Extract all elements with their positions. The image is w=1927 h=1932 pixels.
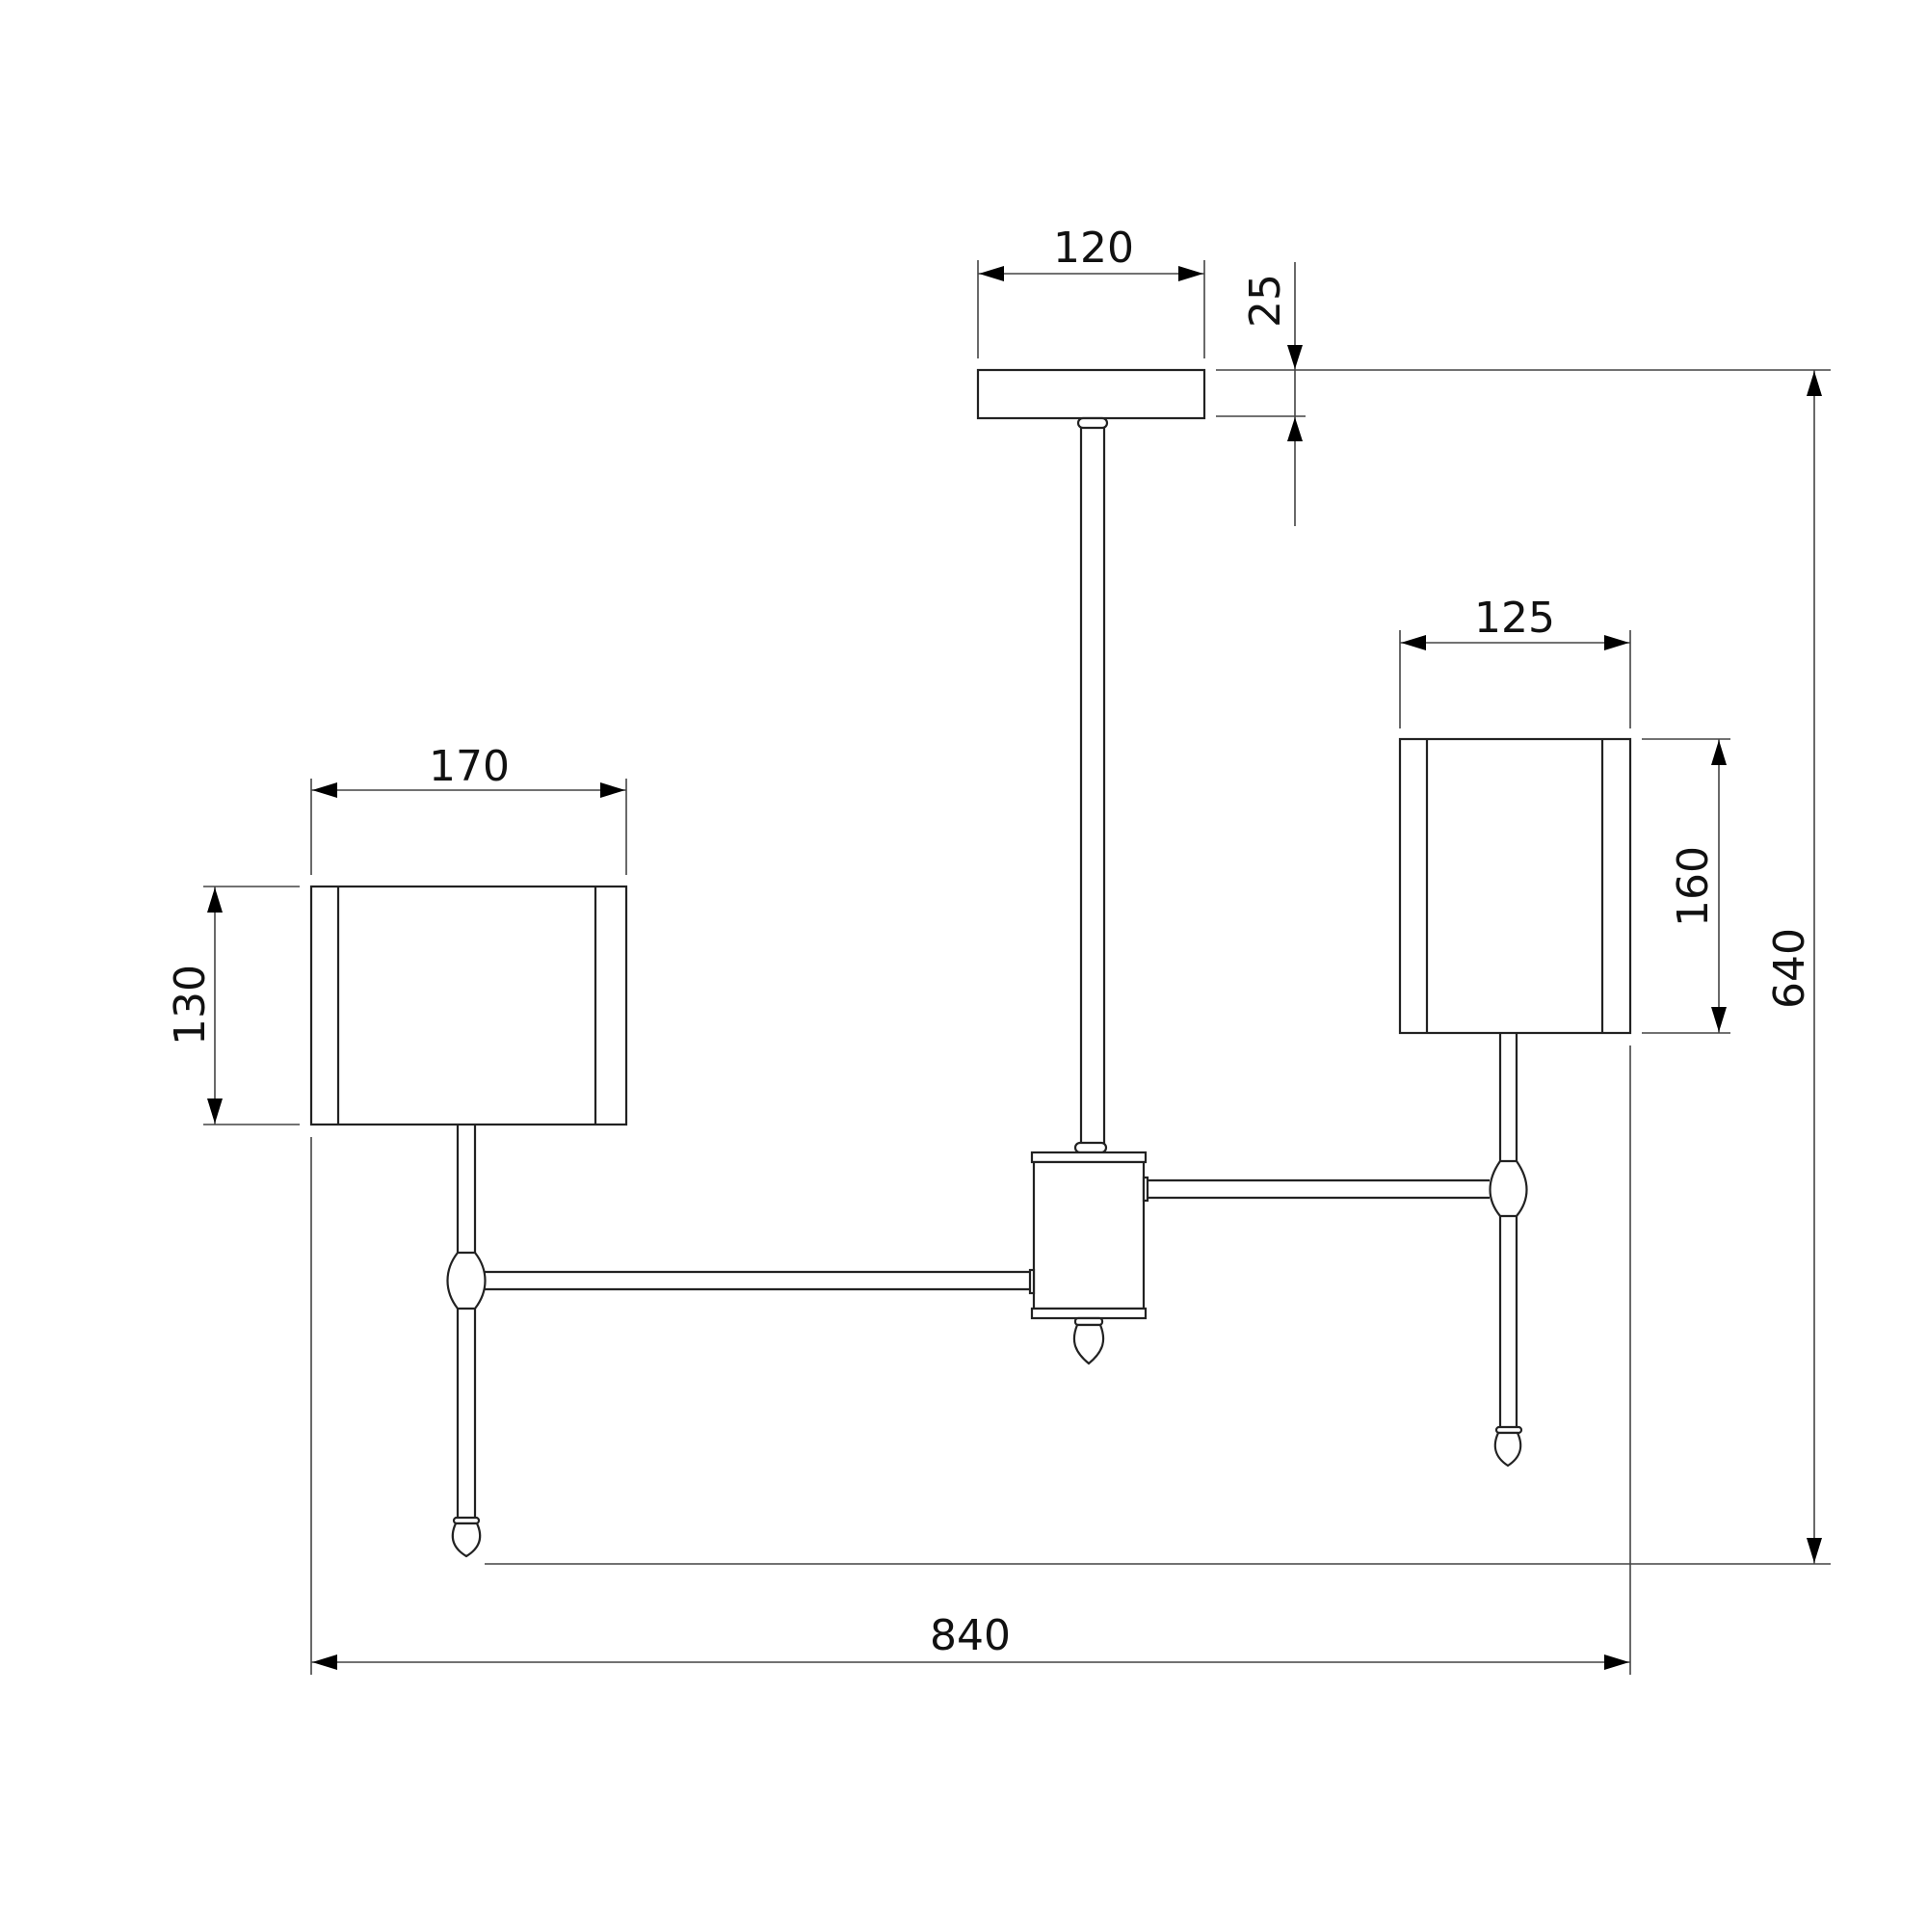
ceiling-canopy [976,368,1206,420]
right-bulb [1493,1425,1523,1468]
dim-label-right-shade-width: 125 [1474,594,1555,643]
right-arm [1148,1033,1528,1427]
drop-rod [1073,416,1109,1154]
dim-right-shade-height: 160 [1642,738,1730,1034]
dim-canopy-width: 120 [977,224,1205,358]
dim-overall-height: 640 [485,370,1831,1565]
dim-canopy-height: 25 [1216,262,1831,526]
dim-overall-width: 840 [310,1045,1631,1675]
dim-right-shade-width: 125 [1399,594,1631,728]
dim-label-left-shade-height: 130 [166,965,215,1045]
center-hub [1028,1151,1149,1320]
dim-label-left-shade-width: 170 [429,742,510,791]
center-bulb [1072,1316,1105,1365]
dim-label-right-shade-height: 160 [1669,846,1718,927]
left-shade [309,885,628,1126]
dim-label-overall-height: 640 [1765,928,1814,1009]
left-bulb [451,1516,482,1558]
dim-label-canopy-height: 25 [1241,274,1290,328]
dim-label-overall-width: 840 [930,1611,1011,1660]
left-arm [446,1125,1030,1518]
dim-label-canopy-width: 120 [1053,224,1134,273]
dim-left-shade-height: 130 [166,886,300,1125]
right-shade [1398,737,1632,1035]
dim-left-shade-width: 170 [310,742,627,875]
